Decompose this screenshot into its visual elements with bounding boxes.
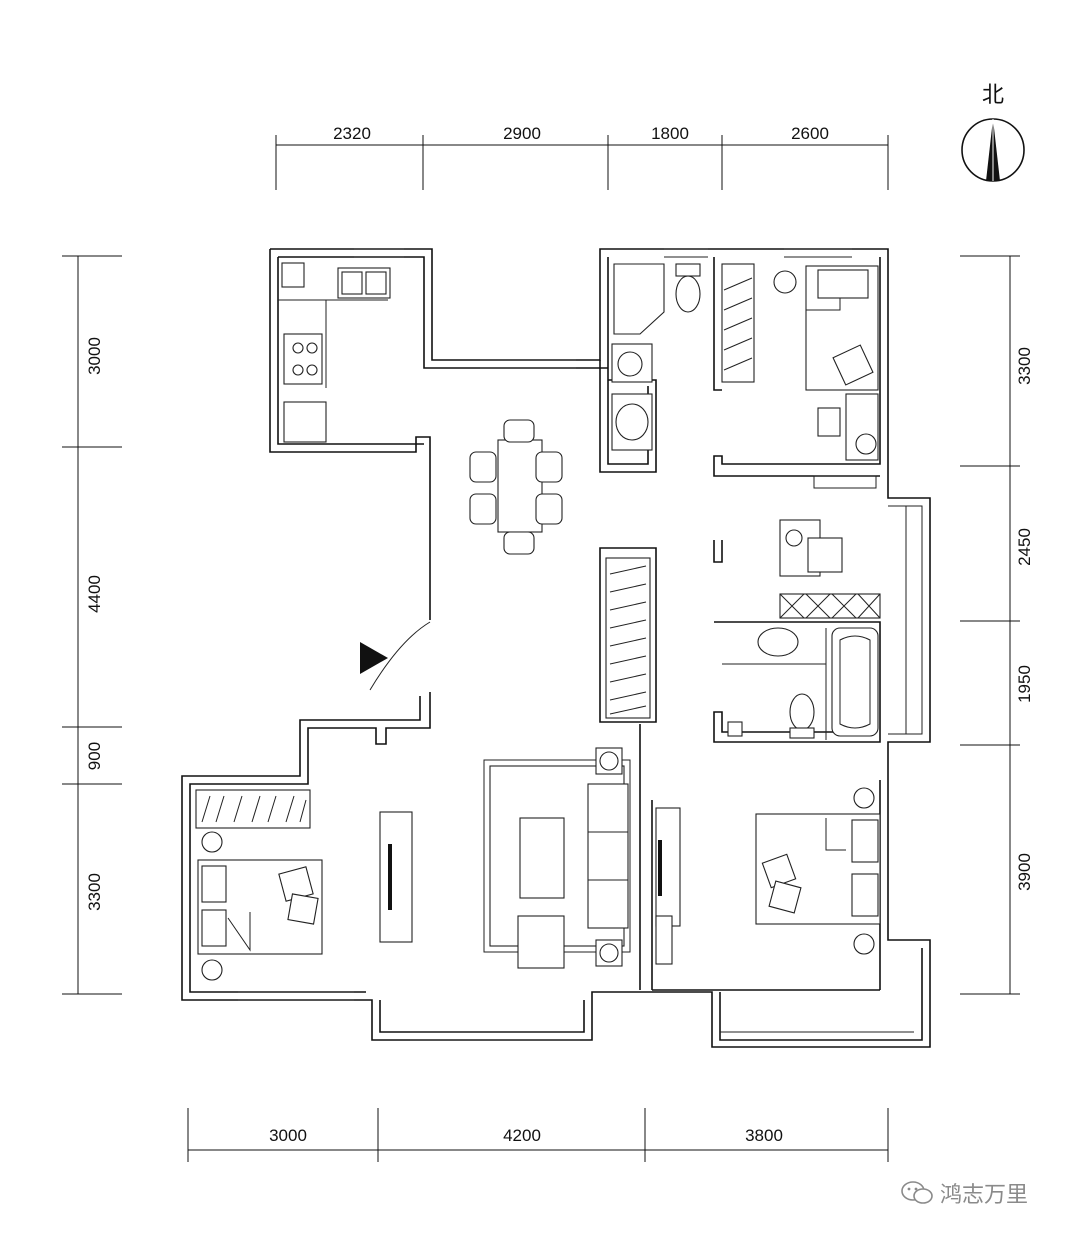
dim-top-4: 2600: [791, 124, 829, 143]
north-compass: 北: [961, 83, 1025, 182]
dim-right-1: 3300: [1015, 347, 1034, 385]
coffee-table: [519, 817, 565, 899]
lamp-icon: [785, 529, 803, 547]
basin-icon: [757, 627, 799, 657]
wardrobe: [195, 789, 311, 829]
shower: [613, 263, 665, 335]
dim-top-1: 2320: [333, 124, 371, 143]
shelf: [779, 593, 881, 619]
dim-left-2: 4400: [85, 575, 104, 613]
walls: [181, 248, 931, 1048]
dim-right-3: 1950: [1015, 665, 1034, 703]
toilet-icon: [675, 275, 701, 313]
entrance-door: [360, 621, 431, 691]
dim-bottom-3: 3800: [745, 1126, 783, 1145]
dimension-top: 2320 2900 1800 2600: [275, 124, 889, 190]
nightstand-lamp-icon: [773, 270, 797, 294]
dim-top-2: 2900: [503, 124, 541, 143]
bathroom-top: [611, 263, 701, 451]
dim-top-3: 1800: [651, 124, 689, 143]
sofa: [587, 783, 629, 929]
bathtub-icon: [831, 627, 879, 737]
wardrobe-top: [721, 263, 755, 383]
cabinet: [283, 401, 327, 443]
dim-left-3: 900: [85, 742, 104, 770]
dining-table: [469, 419, 563, 555]
fridge: [281, 262, 305, 288]
lamp-icon: [853, 787, 875, 809]
dim-left-4: 3300: [85, 873, 104, 911]
lamp-icon: [201, 831, 223, 853]
toilet-icon: [789, 693, 815, 731]
living-room: [379, 747, 681, 969]
dimension-left: 3000 4400 900 3300: [62, 255, 122, 995]
wardrobe-middle: [605, 557, 651, 719]
dim-bottom-1: 3000: [269, 1126, 307, 1145]
dimension-right: 3300 2450 1950 3900: [960, 255, 1034, 995]
lamp-icon: [853, 933, 875, 955]
kitchen: [278, 262, 391, 443]
wechat-icon: [901, 1181, 933, 1204]
stove-icon: [283, 333, 323, 385]
chair: [807, 537, 843, 573]
table: [497, 439, 543, 533]
bathroom-middle: [722, 627, 879, 740]
watermark-text: 鸿志万里: [940, 1183, 1029, 1208]
dim-right-2: 2450: [1015, 528, 1034, 566]
armchair: [517, 915, 565, 969]
bedroom-top-right: [773, 265, 879, 461]
lamp-icon: [201, 959, 223, 981]
entrance-arrow-icon: [360, 642, 388, 674]
lamp-icon: [855, 433, 877, 455]
tv-cabinet: [379, 811, 413, 943]
dim-right-4: 3900: [1015, 853, 1034, 891]
bedroom-left: [195, 789, 323, 981]
bedroom-bottom-right: [755, 787, 881, 955]
dim-bottom-2: 4200: [503, 1126, 541, 1145]
north-label: 北: [982, 83, 1004, 108]
tv-icon: [388, 844, 392, 910]
watermark: 鸿志万里: [900, 1177, 1028, 1209]
dimension-bottom: 3000 4200 3800: [187, 1108, 889, 1162]
dim-left-1: 3000: [85, 337, 104, 375]
study: [779, 519, 881, 619]
